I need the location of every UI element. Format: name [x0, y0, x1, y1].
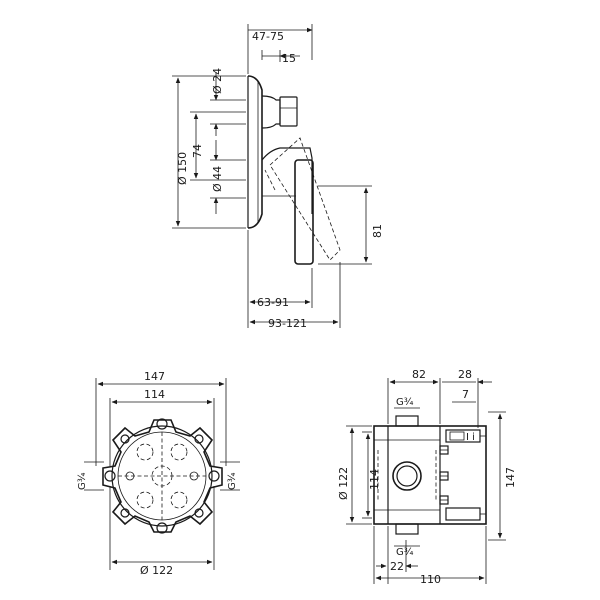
conn-top-label: G¾: [396, 397, 414, 408]
dim-outer-width: 147: [144, 370, 165, 383]
cartridge-marks: I i: [466, 432, 475, 443]
dim-spindle-depth: 15: [282, 52, 296, 65]
center-port: [392, 461, 422, 491]
conn-right-label: G¾: [227, 472, 238, 490]
conn-bottom-label: G¾: [396, 547, 414, 558]
conn-left-label: G¾: [77, 472, 88, 490]
dim-dia: Ø 122: [337, 467, 350, 500]
lever-hub: [261, 147, 313, 214]
dim-right-small: 7: [462, 388, 469, 401]
body-front-view: 147 114 Ø 122 G¾ G¾: [77, 370, 240, 577]
body-side-view: I i 82 28 7 G¾ G¾ Ø 122: [337, 368, 517, 586]
dim-total-width: 110: [420, 573, 441, 586]
dim-bottom-offset: 22: [390, 560, 404, 573]
dim-top-right: 28: [458, 368, 472, 381]
dim-total-height: 147: [504, 467, 517, 488]
dim-plate-dia: Ø 150: [176, 152, 189, 185]
dim-spindle-dia: Ø 24: [211, 68, 224, 94]
dim-top-width: 82: [412, 368, 426, 381]
body-housing: [373, 425, 487, 525]
lever-handle: [294, 159, 314, 265]
body-flange: [102, 419, 223, 533]
trim-side-view: 47-75 15 Ø 150 Ø 24 74 Ø 44 81: [172, 24, 384, 330]
dim-bottom-dia: Ø 122: [140, 564, 173, 577]
wall-plate: [247, 75, 263, 229]
dim-lever-height: 81: [371, 224, 384, 238]
dim-center-spacing: 74: [191, 144, 204, 158]
dim-lever-depth: 63-91: [257, 296, 289, 309]
dim-hub-dia: Ø 44: [211, 166, 224, 192]
dim-total-depth: 93-121: [268, 317, 307, 330]
dim-offset-range: 47-75: [252, 30, 284, 43]
diverter-knob: [261, 95, 281, 129]
dim-inner-width: 114: [144, 388, 165, 401]
dim-inner-height: 114: [368, 469, 381, 490]
